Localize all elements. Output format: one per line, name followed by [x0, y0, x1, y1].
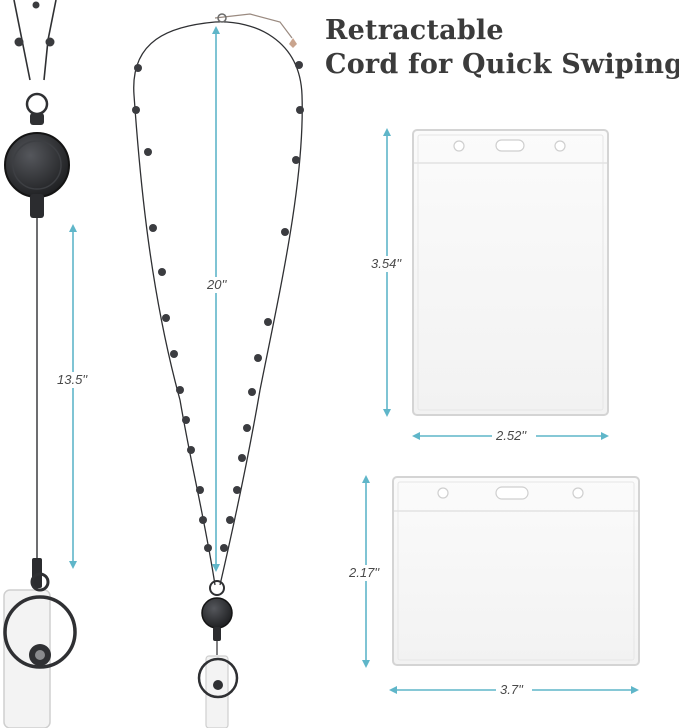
headline: Retractable Cord for Quick Swiping	[325, 14, 679, 82]
bead	[45, 37, 55, 47]
key-ring	[3, 595, 77, 669]
badge-reel	[4, 132, 70, 198]
headline-line-1: Retractable	[325, 15, 504, 46]
necklace-beads	[132, 61, 304, 552]
split-ring	[25, 92, 49, 116]
vertical-width-label: 2.52''	[496, 428, 527, 443]
reel-closeup	[3, 0, 77, 728]
horizontal-width-label: 3.7''	[500, 682, 524, 697]
horizontal-height-label: 2.17''	[349, 565, 380, 580]
vertical-badge-holder	[412, 129, 609, 416]
vertical-height-label: 3.54''	[371, 256, 402, 271]
cord-length-label: 13.5''	[57, 372, 88, 387]
beaded-necklace	[132, 13, 304, 728]
mini-reel	[201, 597, 233, 629]
headline-line-2: Cord for Quick Swiping	[325, 49, 679, 80]
mini-key-ring	[197, 657, 239, 699]
necklace-length-label: 20''	[207, 277, 227, 292]
horizontal-badge-holder	[392, 476, 640, 666]
bead	[14, 37, 24, 47]
